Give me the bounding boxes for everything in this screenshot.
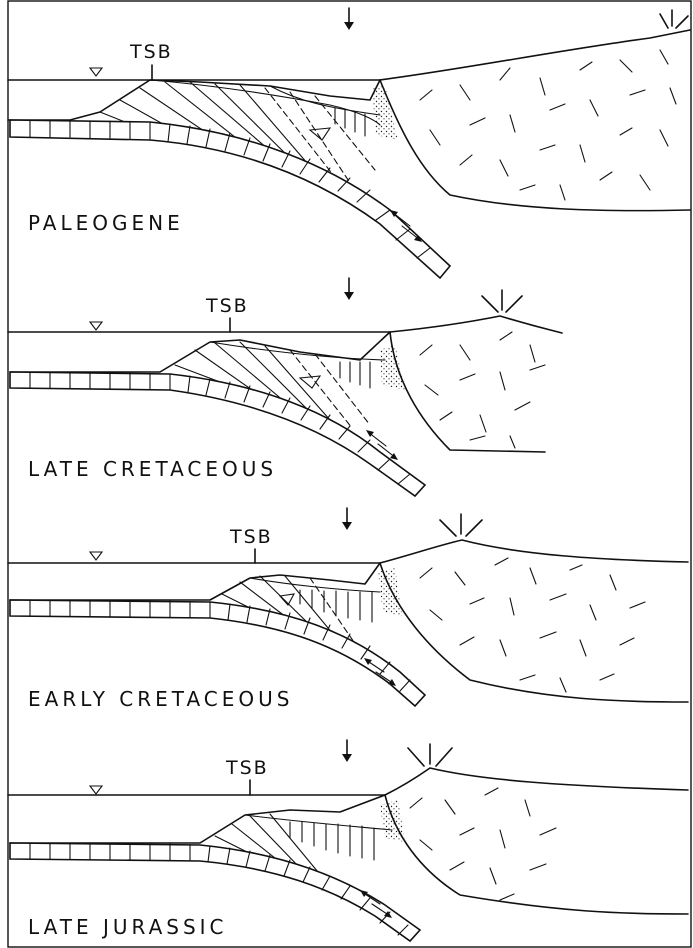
arc-base <box>385 795 688 914</box>
forearc-hatching <box>340 362 370 388</box>
sea-level-marker-icon <box>90 786 102 794</box>
continental-surface <box>380 540 688 563</box>
continental-surface <box>390 316 562 333</box>
basin-fill-line <box>270 86 380 115</box>
arc-base <box>380 563 688 702</box>
basin-fill-line <box>245 815 392 830</box>
volcano-icon <box>660 10 688 28</box>
volcano-icon <box>408 744 452 766</box>
panel-late-cretaceous: TSB LATE CRETACEOUS <box>8 278 562 496</box>
down-arrow-icon <box>344 8 354 30</box>
sea-level-marker-icon <box>90 552 102 560</box>
continental-surface <box>380 30 690 80</box>
volcaniclastic-dots <box>380 800 405 842</box>
panel-paleogene: TSB PALEOGENE <box>8 8 690 278</box>
down-arrow-icon <box>344 278 354 300</box>
accretionary-wedge-outline <box>10 332 390 372</box>
accretionary-wedge-outline <box>10 795 385 843</box>
volcaniclastic-dots <box>380 345 405 390</box>
tsb-label: TSB <box>129 41 173 63</box>
inclusion-triangle <box>310 128 330 140</box>
sea-level-marker-icon <box>90 68 102 76</box>
forearc-hatching <box>300 590 372 622</box>
tsb-label: TSB <box>225 757 269 779</box>
panel-label: EARLY CRETACEOUS <box>28 687 293 711</box>
tsb-label: TSB <box>205 295 249 317</box>
tsb-label: TSB <box>229 526 273 548</box>
down-arrow-icon <box>342 740 352 762</box>
inclusion-triangle <box>300 376 320 388</box>
down-arrow-icon <box>342 508 352 530</box>
panel-late-jurassic: TSB LATE JURASSIC <box>8 740 688 941</box>
panel-label: PALEOGENE <box>28 211 184 235</box>
inclusion-triangle <box>280 594 294 605</box>
arc-base <box>380 80 690 211</box>
volcaniclastic-dots <box>378 568 402 616</box>
arc-granite-pattern <box>420 558 645 692</box>
arc-granite-pattern <box>410 788 556 900</box>
panel-label: LATE CRETACEOUS <box>28 457 277 481</box>
panel-label: LATE JURASSIC <box>28 915 228 939</box>
panel-early-cretaceous: TSB EARLY CRETACEOUS <box>8 508 688 711</box>
volcano-icon <box>440 514 482 536</box>
continental-surface <box>385 768 688 795</box>
arc-granite-pattern <box>420 50 676 200</box>
volcano-icon <box>482 290 522 312</box>
subducting-slab <box>10 120 450 278</box>
arc-base <box>390 332 545 452</box>
arc-granite-pattern <box>420 332 545 448</box>
sea-level-marker-icon <box>90 322 102 330</box>
